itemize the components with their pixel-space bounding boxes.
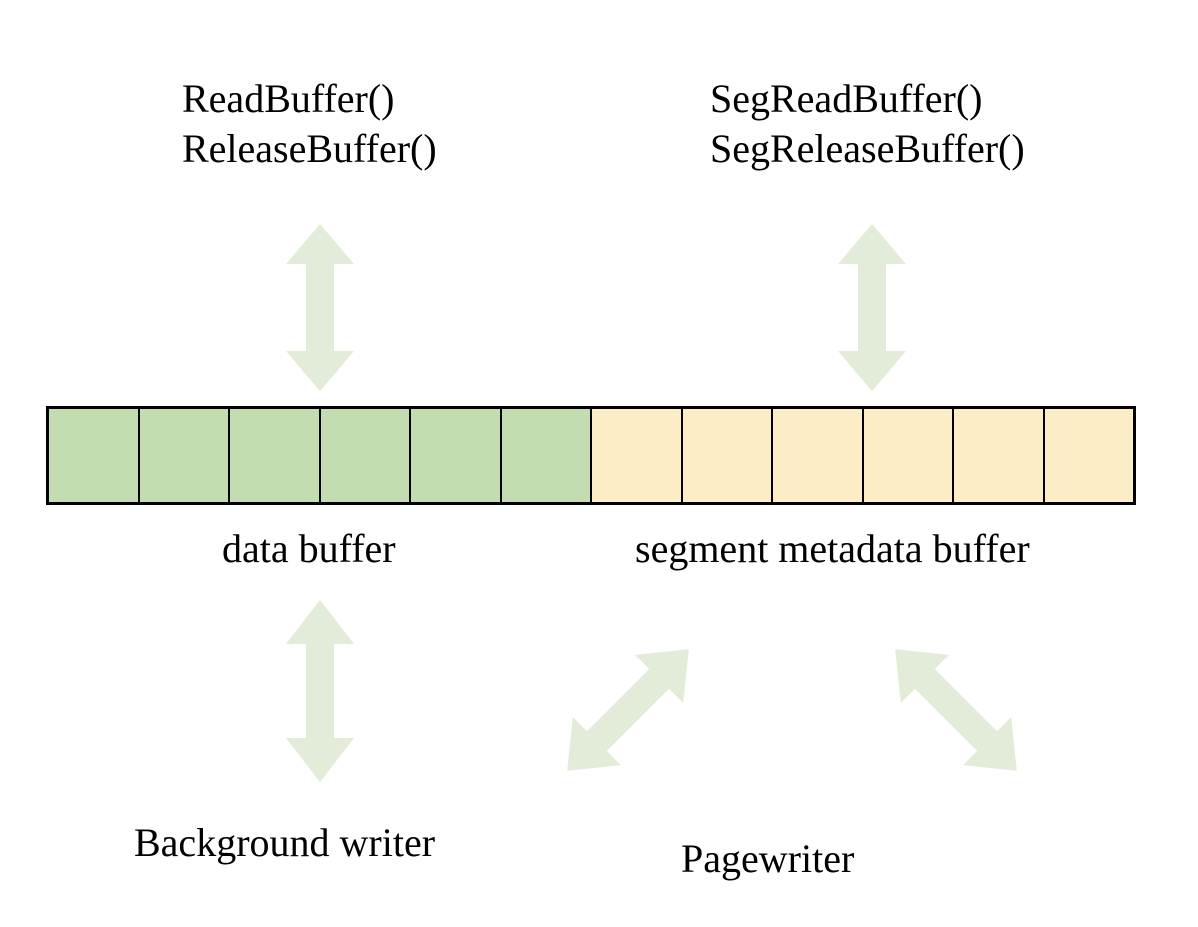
background-writer-label: Background writer: [134, 820, 436, 865]
buffer-cell-11: [954, 409, 1045, 502]
segread-buffer-arrow: [838, 224, 906, 391]
read-buffer-call: ReadBuffer(): [182, 76, 395, 121]
buffer-cell-6: [501, 409, 592, 502]
buffer-cell-10: [863, 409, 954, 502]
pagewriter-data-arrow: [500, 586, 756, 834]
buffer-cell-9: [773, 409, 864, 502]
seg-release-buffer-call: SegReleaseBuffer(): [710, 126, 1025, 171]
buffer-cell-4: [320, 409, 411, 502]
buffer-cell-5: [411, 409, 502, 502]
pagewriter-segmeta-arrow: [826, 586, 1086, 834]
segment-metadata-buffer-caption: segment metadata buffer: [635, 526, 1030, 571]
data-buffer-caption: data buffer: [222, 526, 396, 571]
read-buffer-arrow: [286, 224, 354, 391]
background-writer-arrow: [286, 600, 354, 782]
buffer-cell-7: [592, 409, 683, 502]
buffer-cell-1: [49, 409, 140, 502]
release-buffer-call: ReleaseBuffer(): [182, 126, 437, 171]
seg-read-buffer-call: SegReadBuffer(): [710, 76, 983, 121]
buffer-cell-2: [139, 409, 230, 502]
data-buffer-api-label: ReadBuffer() ReleaseBuffer(): [182, 74, 437, 174]
buffer-cell-8: [682, 409, 773, 502]
buffer-cell-12: [1044, 409, 1133, 502]
segment-metadata-api-label: SegReadBuffer() SegReleaseBuffer(): [710, 74, 1025, 174]
pagewriter-label: Pagewriter: [681, 836, 855, 881]
buffer-cell-3: [230, 409, 321, 502]
buffer-pool-bar: [46, 406, 1136, 505]
